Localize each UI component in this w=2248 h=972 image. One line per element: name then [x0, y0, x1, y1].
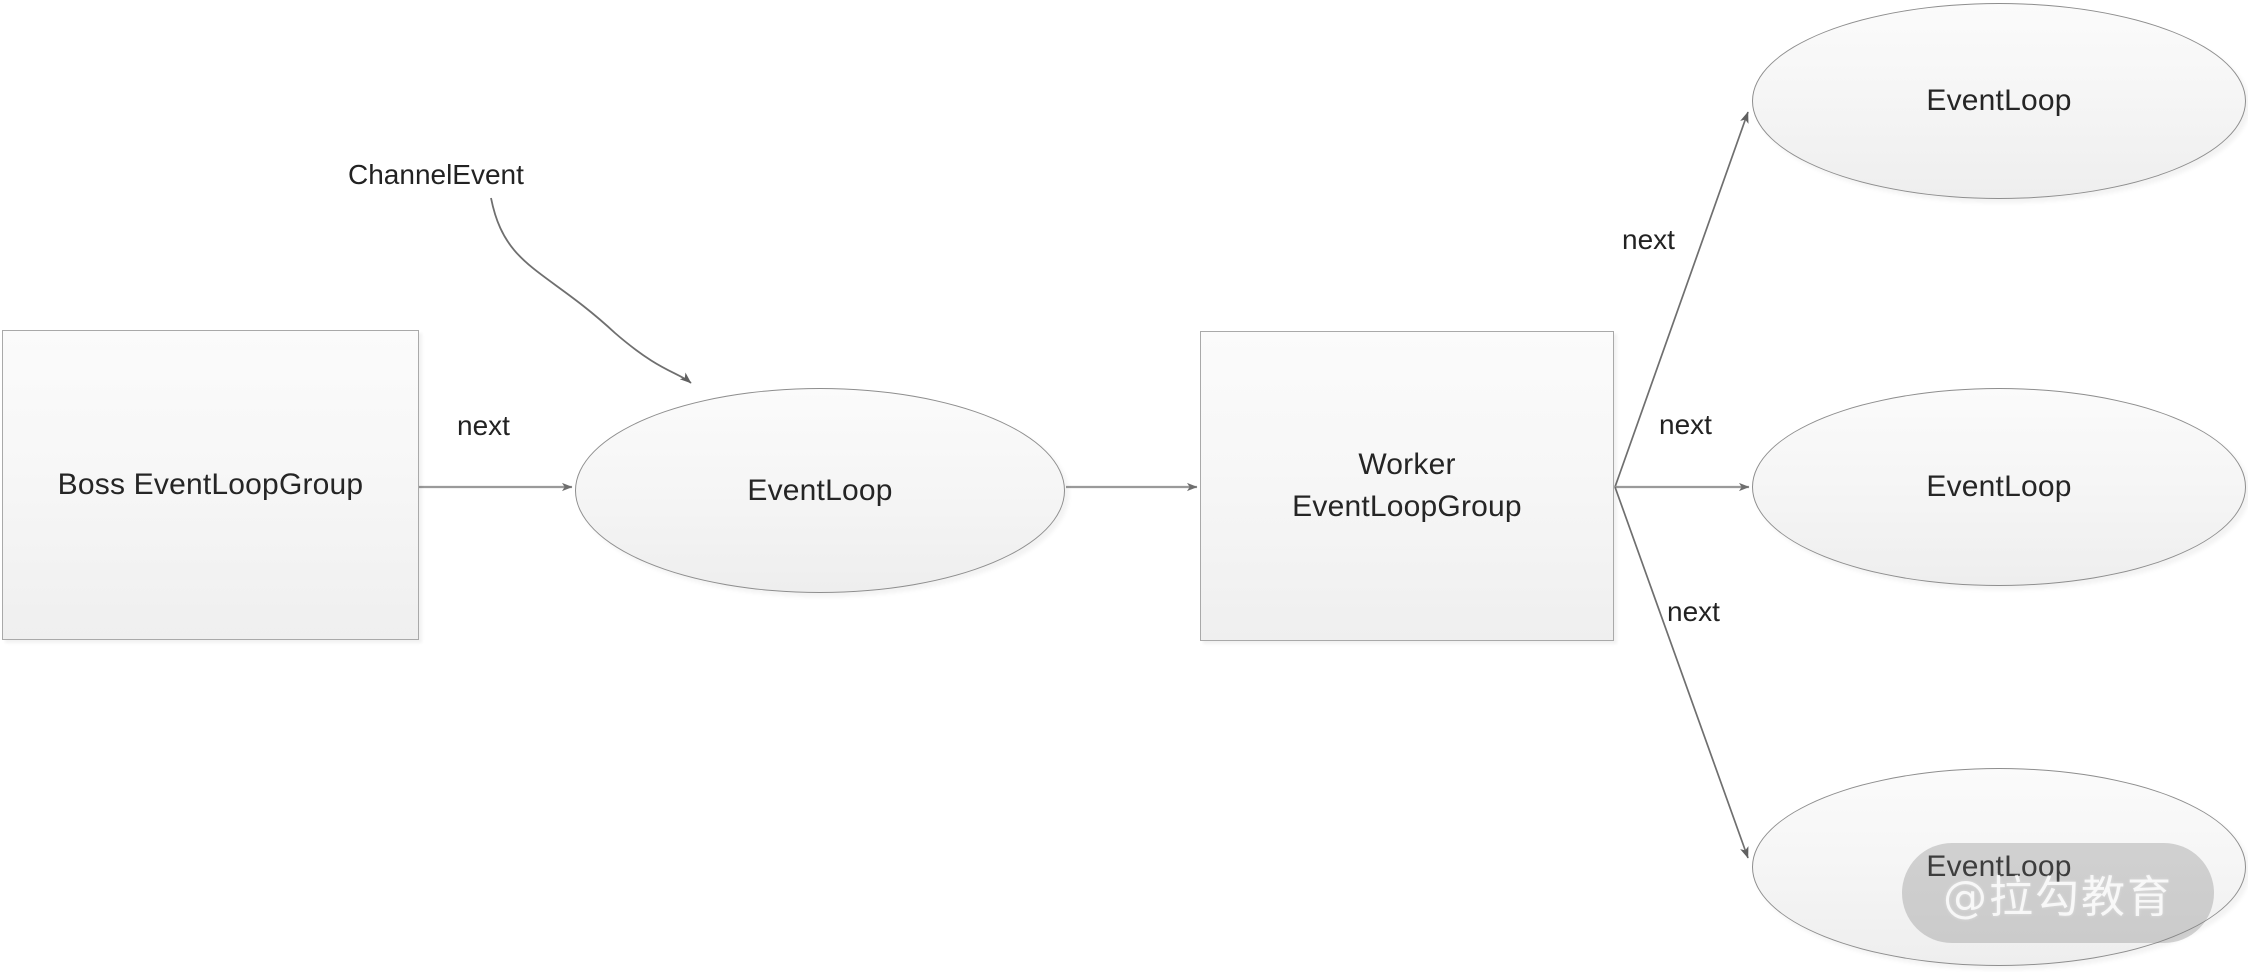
node-eventloop-bottom-label: EventLoop: [1926, 850, 2072, 883]
edge-label-next-bottom: next: [1667, 596, 1720, 627]
edge-channel-event: [490, 197, 692, 384]
edge-label-channel-event: ChannelEvent: [348, 159, 524, 190]
node-eventloop-bottom[interactable]: EventLoop: [1752, 768, 2246, 966]
node-eventloop-top-label: EventLoop: [1926, 84, 2072, 117]
watermark-badge: @拉勾教育: [1902, 843, 2214, 943]
node-worker-eventloopgroup-label-line1: Worker: [1358, 448, 1456, 481]
node-eventloop-center-label: EventLoop: [747, 473, 893, 507]
edge-worker-to-eventloop-top: [1614, 111, 1749, 488]
edge-label-next-middle: next: [1659, 409, 1712, 440]
node-worker-eventloopgroup-label-line2: EventLoopGroup: [1292, 490, 1522, 523]
node-worker-eventloopgroup[interactable]: Worker EventLoopGroup: [1200, 331, 1614, 641]
node-eventloop-middle[interactable]: EventLoop: [1752, 388, 2246, 586]
node-eventloop-middle-label: EventLoop: [1926, 470, 2072, 503]
edge-label-next-boss: next: [457, 410, 510, 441]
node-eventloop-center[interactable]: EventLoop: [575, 388, 1065, 593]
node-boss-eventloopgroup[interactable]: Boss EventLoopGroup: [2, 330, 419, 640]
node-eventloop-top[interactable]: EventLoop: [1752, 3, 2246, 199]
watermark-text: @拉勾教育: [1943, 872, 2173, 923]
node-worker-eventloopgroup-label: Worker EventLoopGroup: [1292, 444, 1522, 528]
edge-worker-to-eventloop-bottom: [1614, 486, 1749, 859]
edge-label-next-top: next: [1622, 224, 1675, 255]
node-boss-eventloopgroup-label: Boss EventLoopGroup: [57, 468, 364, 501]
